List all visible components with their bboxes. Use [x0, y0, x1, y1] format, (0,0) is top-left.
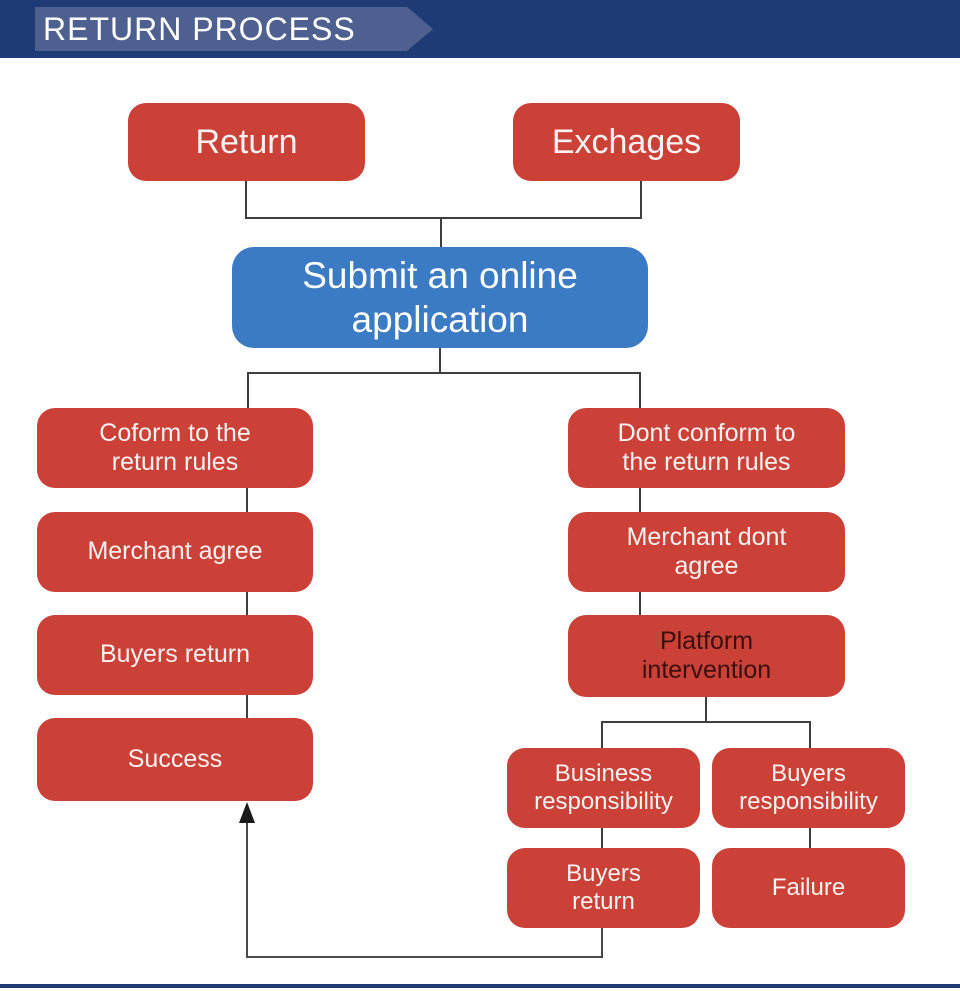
node-submit-application: Submit an online application [232, 247, 648, 348]
page-title: RETURN PROCESS [43, 10, 356, 47]
node-conform-rules: Coform to the return rules [37, 408, 313, 488]
node-exchanges: Exchages [513, 103, 740, 181]
node-business-responsibility: Business responsibility [507, 748, 700, 828]
node-merchant-dont-agree: Merchant dont agree [568, 512, 845, 592]
loop-arrowhead-icon [239, 802, 255, 823]
node-platform-intervention: Platform intervention [568, 615, 845, 697]
footer-divider [0, 984, 960, 988]
node-buyers-return-bottom: Buyers return [507, 848, 700, 928]
header-bar: RETURN PROCESS [0, 0, 960, 58]
node-buyers-responsibility: Buyers responsibility [712, 748, 905, 828]
node-success: Success [37, 718, 313, 801]
node-buyers-return-left: Buyers return [37, 615, 313, 695]
header-badge: RETURN PROCESS [35, 7, 433, 51]
node-return: Return [128, 103, 365, 181]
node-failure: Failure [712, 848, 905, 928]
node-dont-conform-rules: Dont conform to the return rules [568, 408, 845, 488]
node-merchant-agree: Merchant agree [37, 512, 313, 592]
